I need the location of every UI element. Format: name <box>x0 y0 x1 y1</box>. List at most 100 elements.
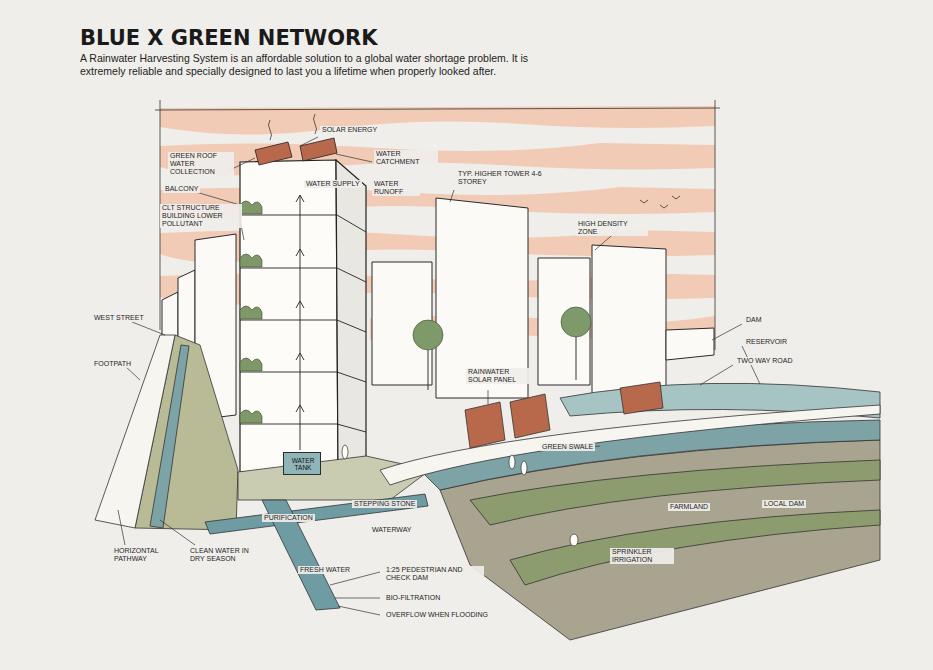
building-front <box>240 160 338 472</box>
annotation-label: WATERWAY <box>370 526 414 534</box>
building <box>666 328 714 360</box>
annotation-label: RAINWATER SOLAR PANEL <box>466 368 534 384</box>
arrow-head <box>296 249 304 256</box>
main-building <box>240 114 366 472</box>
fresh-water-channel <box>262 500 340 610</box>
annotation-label: CLEAN WATER IN DRY SEASON <box>188 547 262 563</box>
floor-line <box>337 215 366 232</box>
plant <box>240 410 262 423</box>
annotation-label: CLT STRUCTURE BUILDING LOWER POLLUTANT <box>160 204 242 228</box>
annotation-label: WEST STREET <box>92 314 146 322</box>
tree-crown <box>413 320 443 350</box>
plant <box>240 254 262 267</box>
annotation-label: HORIZONTAL PATHWAY <box>112 547 168 563</box>
bird <box>660 205 668 208</box>
ground-solar-panel <box>510 394 550 438</box>
floor-line <box>337 424 366 432</box>
annotation-label: GREEN SWALE <box>540 443 595 451</box>
leader-line <box>118 510 125 545</box>
leader-line <box>700 365 733 385</box>
leader-line <box>335 598 380 599</box>
annotation-label: FARMLAND <box>668 503 710 511</box>
annotation-label: 1:25 PEDESTRIAN AND CHECK DAM <box>384 566 484 582</box>
annotation-label: WATER CATCHMENT <box>374 150 438 166</box>
plant <box>240 358 262 371</box>
pipe <box>300 196 301 450</box>
title: BLUE X GREEN NETWORK <box>80 26 378 50</box>
crop-strip <box>510 510 880 585</box>
frame-line <box>715 100 716 350</box>
leader-line <box>300 137 318 146</box>
heat-wave <box>269 120 272 140</box>
tree-trunk <box>576 330 577 380</box>
annotation-label: HIGH DENSITY ZONE <box>576 220 648 236</box>
leader-lines <box>118 137 760 615</box>
arrow-head <box>296 353 304 360</box>
person <box>570 534 578 546</box>
bird <box>672 196 680 199</box>
annotation-label: STEPPING STONE <box>352 500 417 508</box>
floor-line <box>240 372 337 373</box>
water-supply-arrows <box>296 195 304 450</box>
floor-line <box>337 268 366 282</box>
building-side <box>336 160 366 472</box>
caption: A Rainwater Harvesting System is an affo… <box>80 52 530 77</box>
annotation-label: PURIFICATION <box>262 514 315 522</box>
annotation-label: WATER RUNOFF <box>372 180 420 196</box>
ground-solar-panel <box>465 402 505 448</box>
main-channel <box>205 494 428 534</box>
ground <box>95 335 880 640</box>
annotation-label: LOCAL DAM <box>762 500 806 508</box>
frame-line <box>155 108 720 110</box>
annotation-label: RESERVOIR <box>744 338 789 346</box>
floor-lines <box>240 215 366 432</box>
floor-line <box>240 215 337 216</box>
leader-line <box>336 154 372 162</box>
boardwalk <box>380 405 880 485</box>
tree-trunk <box>428 345 429 390</box>
annotation-label: SOLAR ENERGY <box>320 126 379 134</box>
side-channel <box>150 345 189 528</box>
people <box>342 445 578 546</box>
roof-panel <box>300 138 337 161</box>
heat-wave <box>314 114 317 134</box>
annotation-label: FRESH WATER <box>298 566 352 574</box>
bird <box>640 200 648 203</box>
trees <box>413 307 591 390</box>
annotation-label: WATER SUPPLY <box>304 180 362 188</box>
arrow-head <box>296 301 304 308</box>
leader-line <box>160 520 195 545</box>
building <box>538 258 590 385</box>
sky-band <box>160 106 715 135</box>
plant <box>240 201 262 214</box>
arrow-head <box>296 405 304 412</box>
tree-crown <box>561 307 591 337</box>
annotation-label: SPRINKLER IRRIGATION <box>610 548 674 564</box>
leader-line <box>450 190 454 202</box>
floor-line <box>337 372 366 382</box>
ground-solar-panel <box>620 382 663 414</box>
leader-line <box>125 366 140 380</box>
person <box>521 461 527 475</box>
floor-line <box>240 320 337 321</box>
annotation-label: BALCONY <box>163 185 200 193</box>
floor-line <box>240 268 337 269</box>
balcony-plants <box>240 201 262 423</box>
leader-line <box>132 322 165 335</box>
tank-box: WATER TANK <box>283 452 321 475</box>
arrow-head <box>296 195 304 202</box>
roof-panel <box>255 142 292 165</box>
annotation-label: TYP. HIGHER TOWER 4-6 STOREY <box>456 170 556 186</box>
annotation-label: BIO-FILTRATION <box>384 594 442 602</box>
annotation-label: GREEN ROOF WATER COLLECTION <box>168 152 234 176</box>
annotation-label: TWO WAY ROAD <box>735 357 794 365</box>
annotation-label: FOOTPATH <box>92 360 133 368</box>
floor-line <box>337 320 366 332</box>
leader-line <box>712 324 742 340</box>
annotation-label: DAM <box>744 316 764 324</box>
annotation-label: OVERFLOW WHEN FLOODING <box>384 611 490 619</box>
person <box>509 455 515 469</box>
building <box>592 245 666 398</box>
person <box>342 445 348 459</box>
